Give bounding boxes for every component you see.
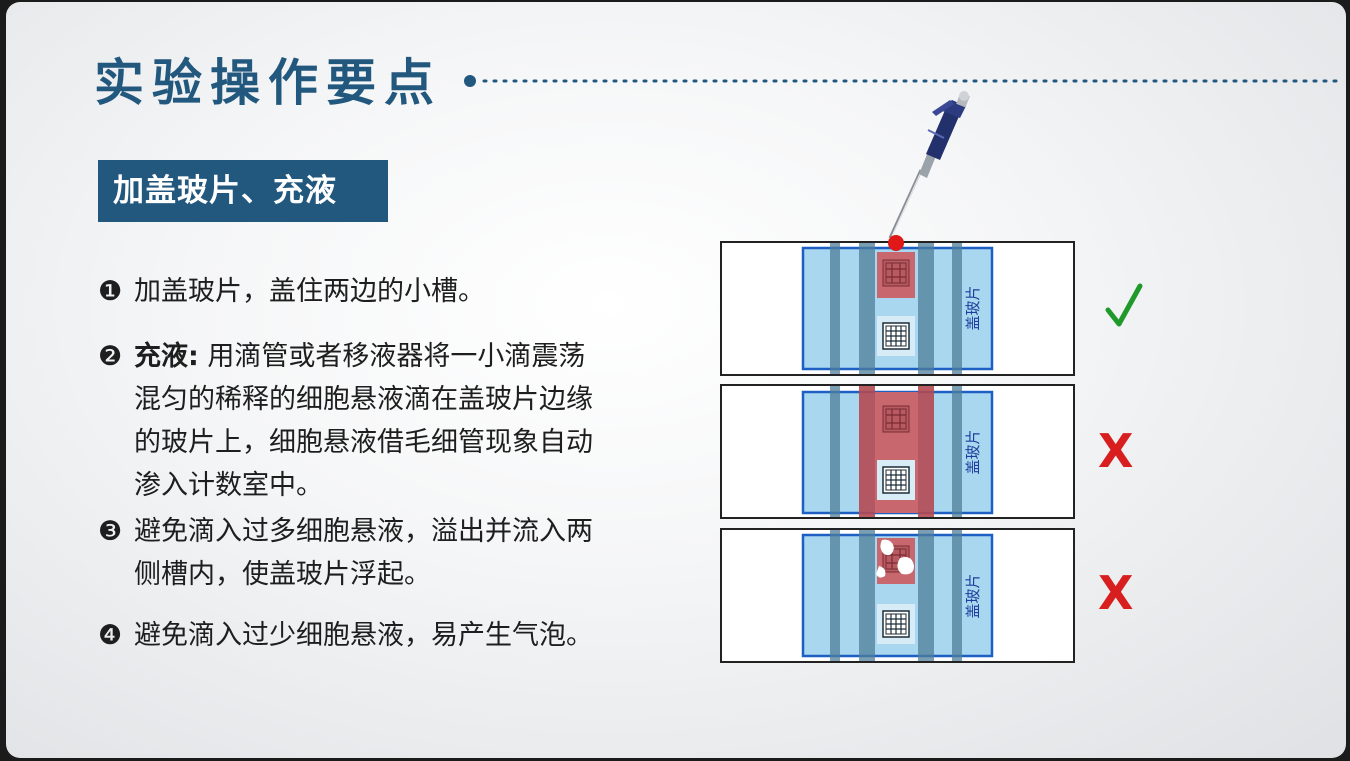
air-bubble <box>876 566 886 578</box>
coverslip-label: 盖玻片 <box>964 429 982 474</box>
cross-icon: X <box>1098 566 1134 620</box>
check-icon <box>1105 283 1143 327</box>
air-bubble <box>880 539 894 556</box>
step-number: ❸ <box>98 516 123 547</box>
coverslip-label: 盖玻片 <box>964 285 982 330</box>
step-line: 渗入计数室中。 <box>134 470 323 501</box>
step-number: ❶ <box>98 276 123 307</box>
step-number: ❷ <box>98 341 123 372</box>
step-bold-label: 充液: <box>134 341 199 372</box>
step-line: 的玻片上，细胞悬液借毛细管现象自动 <box>134 427 593 458</box>
pipette <box>888 91 970 239</box>
slide-diagram-correct: 盖玻片 <box>720 235 1075 376</box>
step-text: 加盖玻片，盖住两边的小槽。 <box>134 276 485 307</box>
page-title: 实验操作要点 <box>94 54 442 112</box>
slide-diagram-overflow: 盖玻片 <box>720 384 1075 519</box>
slide: 实验操作要点 加盖玻片、充液 ❶ 加盖玻片，盖住两边的小槽。 ❷ 充液: 用滴管或者… <box>6 2 1346 758</box>
step-line: 侧槽内，使盖玻片浮起。 <box>134 559 431 590</box>
step-line: 用滴管或者移液器将一小滴震荡 <box>207 341 586 372</box>
coverslip-label: 盖玻片 <box>964 573 982 618</box>
step-line: 避免滴入过多细胞悬液，溢出并流入两 <box>134 516 593 547</box>
step-line: 混匀的稀释的细胞悬液滴在盖玻片边缘 <box>134 384 593 415</box>
step-1: ❶ 加盖玻片，盖住两边的小槽。 <box>98 270 668 313</box>
hemocytometer-diagram: 盖玻片 盖玻片 <box>720 91 1075 663</box>
title-dotted-line <box>464 75 1346 87</box>
step-number: ❹ <box>98 620 123 651</box>
step-2: ❷ 充液: 用滴管或者移液器将一小滴震荡 混匀的稀释的细胞悬液滴在盖玻片边缘 的玻… <box>98 335 668 507</box>
slide-diagram-bubbles: 盖玻片 <box>720 528 1075 663</box>
section-label: 加盖玻片、充液 <box>98 160 388 222</box>
step-text: 避免滴入过少细胞悬液，易产生气泡。 <box>134 620 593 651</box>
step-3: ❸ 避免滴入过多细胞悬液，溢出并流入两 侧槽内，使盖玻片浮起。 <box>98 510 668 596</box>
air-bubble <box>897 557 914 575</box>
step-4: ❹ 避免滴入过少细胞悬液，易产生气泡。 <box>98 614 668 657</box>
cross-icon: X <box>1098 424 1134 478</box>
